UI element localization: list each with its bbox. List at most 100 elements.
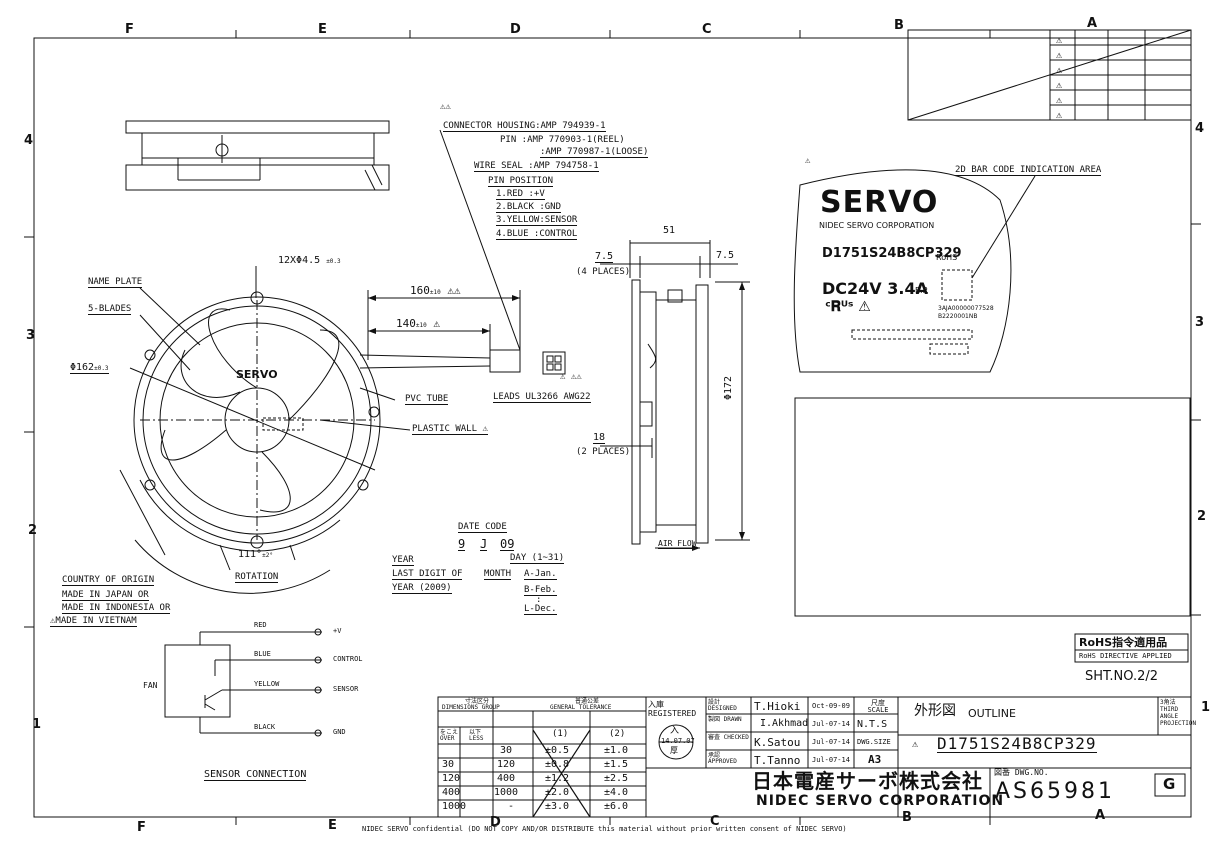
rotation-label: ROTATION — [235, 572, 279, 583]
confidential-footer: NIDEC SERVO confidential (DO NOT COPY AN… — [362, 825, 847, 833]
zone-left-4: 4 — [24, 133, 34, 148]
tol-tol-en: GENERAL TOLERANCE — [550, 704, 612, 711]
tol-over: をこえ OVER — [440, 729, 459, 742]
tol-row5-less: - — [508, 801, 515, 812]
signal-gnd: GND — [333, 728, 346, 736]
zone-top-e: E — [318, 22, 327, 37]
tol-row4-c2: ±4.0 — [604, 787, 629, 798]
scale-label: 尺度 SCALE — [867, 699, 889, 714]
month-label: MONTH — [484, 569, 512, 580]
air-flow-label: AIR FLOW — [658, 539, 697, 549]
connector-pin: PIN :AMP 770903-1(REEL) — [500, 135, 625, 145]
tol-row3-c2: ±2.5 — [604, 773, 629, 784]
registered-stamp-date: 14.07.07 — [661, 737, 695, 745]
wire-red: RED — [254, 621, 267, 629]
zone-right-3: 3 — [1195, 315, 1205, 330]
date-drawn: Jul-07-14 — [812, 720, 850, 728]
tol-row3-over: 120 — [442, 773, 461, 784]
fan-label: FAN — [143, 681, 158, 690]
pin-red: 1.RED :+V — [496, 189, 545, 200]
name-drawn: I.Akhmad — [760, 718, 809, 729]
pin-black: 2.BLACK :GND — [496, 202, 562, 213]
date-approved: Jul-07-14 — [812, 756, 850, 764]
sheet-number: SHT.NO.2/2 — [1085, 669, 1159, 684]
tol-dim-en: DIMENSIONS GROUP — [442, 704, 500, 711]
zone-bottom-a: A — [1095, 808, 1106, 823]
zone-bottom-c: C — [710, 814, 720, 829]
size-label: DWG.SIZE — [857, 738, 891, 746]
day-label: DAY (1~31) — [510, 553, 565, 564]
zone-bottom-d: D — [490, 815, 501, 830]
name-approved: T.Tanno — [754, 754, 801, 767]
tol-row1-c2: ±1.0 — [604, 745, 629, 756]
month-ellipsis: : — [536, 595, 542, 605]
projection-label: 3角法 THIRD ANGLE PROJECTION — [1160, 699, 1197, 727]
dim-18: 18 — [593, 432, 606, 444]
tol-dim-jp: 寸法区分 — [465, 698, 490, 705]
pin-position: PIN POSITION — [488, 176, 554, 187]
sensor-connection-title: SENSOR CONNECTION — [204, 769, 307, 781]
label-corp: NIDEC SERVO CORPORATION — [819, 221, 935, 230]
pin-yellow: 3.YELLOW:SENSOR — [496, 215, 578, 226]
wire-black: BLACK — [254, 723, 276, 731]
diameter-162: Φ162±0.3 — [70, 362, 109, 374]
tol-col1: (1) — [552, 729, 569, 739]
date-code-day: 09 — [500, 537, 515, 551]
connector-pin-loose: :AMP 770987-1(LOOSE) — [540, 147, 649, 158]
name-checked: K.Satou — [754, 736, 801, 749]
zone-bottom-f: F — [137, 820, 146, 835]
month-b: B-Feb. — [524, 585, 557, 596]
label-rating: DC24V 3.4A — [822, 279, 928, 298]
zone-top-b: B — [894, 18, 904, 33]
zone-top-a: A — [1087, 16, 1098, 31]
label-ep: E.P. — [915, 286, 929, 295]
ul-mark-icon: ᶜ𝐑ᵁˢ ⚠ — [825, 299, 871, 315]
month-a: A-Jan. — [524, 569, 557, 580]
tol-row4-less: 1000 — [494, 787, 519, 798]
title-jp: 外形図 — [914, 703, 956, 719]
zone-bottom-e: E — [328, 818, 337, 833]
tol-row5-c2: ±6.0 — [604, 801, 629, 812]
name-plate-label: NAME PLATE — [88, 277, 143, 288]
zone-bottom-b: B — [902, 810, 912, 825]
signal-v: +V — [333, 627, 342, 635]
tol-less: 以下 LESS — [469, 729, 484, 742]
origin-indonesia: MADE IN INDONESIA OR — [62, 603, 171, 614]
plastic-wall-label: PLASTIC WALL ⚠ — [412, 424, 488, 435]
tol-col2: (2) — [609, 729, 626, 739]
origin-vietnam: ⚠MADE IN VIETNAM — [50, 616, 137, 627]
dim-172: Φ172 — [723, 375, 734, 400]
dim-7-5-left: 7.5 — [595, 251, 614, 263]
size-value: A3 — [868, 753, 882, 766]
tol-row1-less: 30 — [500, 745, 513, 756]
revision-marks: ⚠⚠⚠⚠⚠⚠ — [1056, 35, 1063, 121]
tol-row2-less: 120 — [497, 759, 516, 770]
leads-marks: ⚠ ⚠⚠ — [560, 372, 582, 382]
name-designed: T.Hioki — [754, 700, 801, 713]
zone-left-2: 2 — [28, 523, 38, 538]
date-checked: Jul-07-14 — [812, 738, 850, 746]
barcode-area-label: 2D BAR CODE INDICATION AREA — [955, 165, 1102, 176]
dwg-no-label: 図番 DWG.NO. — [994, 768, 1049, 777]
leads-label: LEADS UL3266 AWG22 — [493, 392, 591, 403]
wire-yellow: YELLOW — [254, 680, 280, 688]
company-en: NIDEC SERVO CORPORATION — [756, 793, 1005, 809]
zone-right-4: 4 — [1195, 121, 1205, 136]
role-designed: 設計 DESIGNED — [708, 699, 737, 712]
two-places: (2 PLACES) — [576, 447, 631, 457]
dim-160: 160±10 ⚠⚠ — [410, 284, 461, 297]
tol-row3-less: 400 — [497, 773, 516, 784]
date-code-year: 9 — [458, 537, 466, 551]
title-en: OUTLINE — [968, 707, 1016, 720]
tol-row2-c2: ±1.5 — [604, 759, 629, 770]
tol-row4-over: 400 — [442, 787, 461, 798]
dwg-number: AS65981 — [995, 779, 1115, 804]
zone-left-3: 3 — [26, 328, 36, 343]
registered-label: 入庫 REGISTERED — [648, 700, 697, 718]
wire-blue: BLUE — [254, 650, 271, 658]
month-l: L-Dec. — [524, 604, 557, 615]
blades-label: 5-BLADES — [88, 304, 132, 315]
dim-140: 140±10 ⚠ — [396, 317, 440, 330]
role-checked: 審査 CHECKED — [708, 734, 749, 741]
